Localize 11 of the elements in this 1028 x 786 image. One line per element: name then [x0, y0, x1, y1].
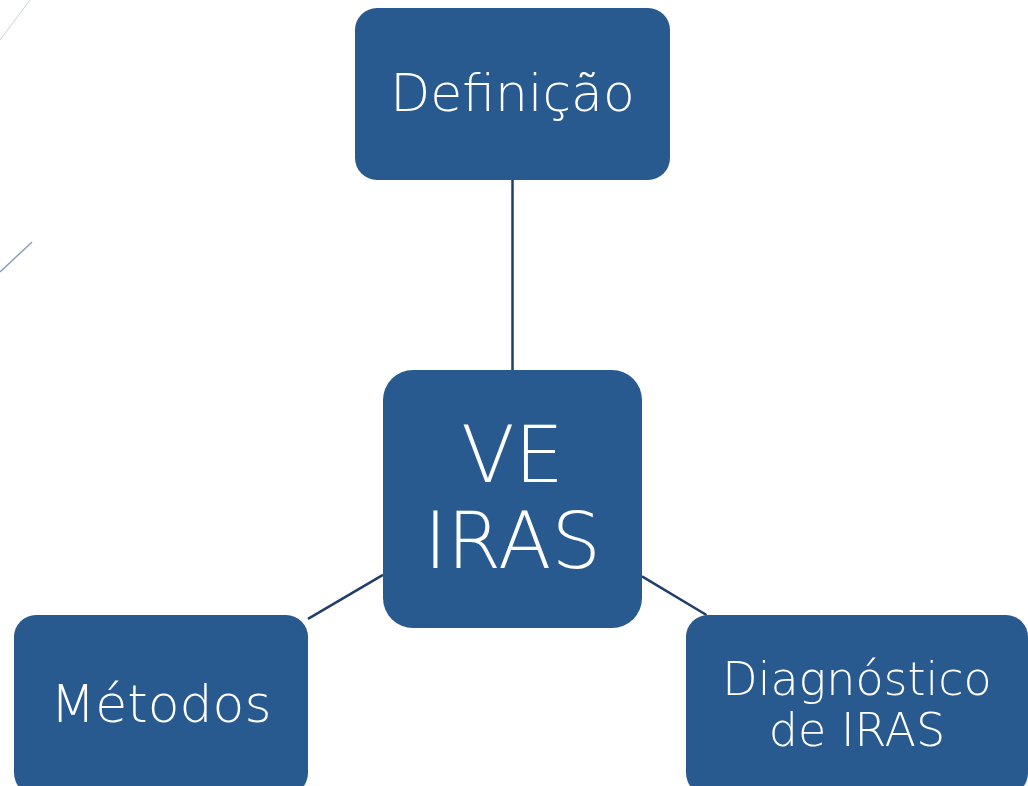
topic-label: Diagnóstico de IRAS	[721, 654, 993, 756]
connector-line	[307, 573, 384, 620]
topic-label: VE IRAS	[423, 413, 602, 585]
connector-line	[511, 180, 514, 370]
topic-box	[383, 370, 642, 628]
topic-box	[355, 8, 670, 180]
topic-label: Métodos	[49, 676, 273, 734]
topic-box	[686, 615, 1028, 786]
connector-line	[641, 575, 708, 617]
topic-box	[14, 615, 308, 786]
topic-label: Definição	[389, 65, 636, 123]
